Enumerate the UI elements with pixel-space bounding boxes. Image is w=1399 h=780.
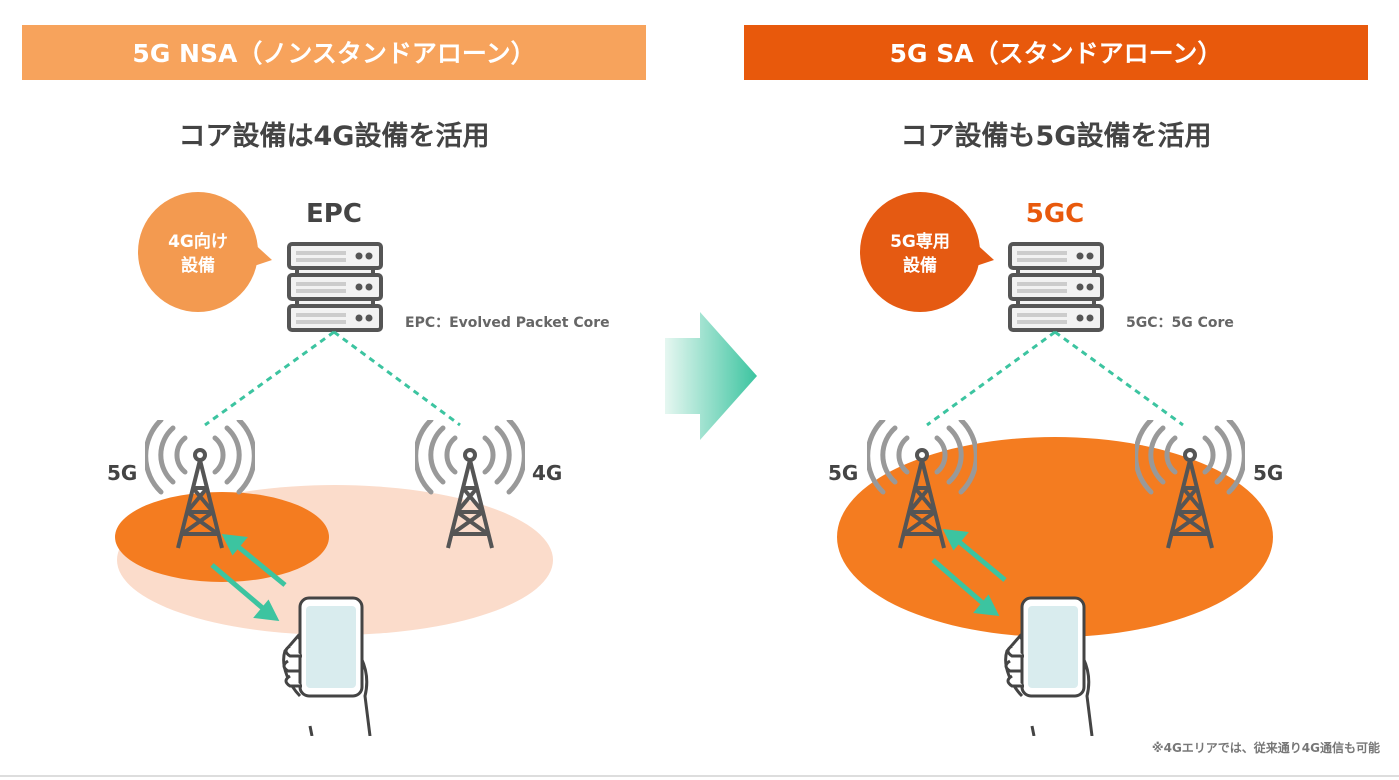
nsa-bubble: 4G向け 設備 xyxy=(138,192,272,312)
nsa-tower-left-label: 5G xyxy=(107,461,137,485)
nsa-5g-area xyxy=(115,492,329,582)
sa-5g-area xyxy=(837,437,1273,637)
server-icon xyxy=(1008,242,1104,332)
svg-text:設備: 設備 xyxy=(903,255,937,276)
nsa-tower-right-label: 4G xyxy=(532,461,562,485)
transition-arrow-icon xyxy=(665,312,757,440)
svg-text:4G向け: 4G向け xyxy=(168,231,228,252)
sa-tower-right-label: 5G xyxy=(1253,461,1283,485)
nsa-signal-arrows-icon xyxy=(210,533,287,622)
nsa-core-name: EPC xyxy=(306,199,362,229)
nsa-core-note: EPC：Evolved Packet Core xyxy=(405,315,610,331)
server-icon xyxy=(287,242,383,332)
footnote: ※4Gエリアでは、従来通り4G通信も可能 xyxy=(1152,740,1380,755)
nsa-core-links xyxy=(204,330,461,427)
sa-core-name: 5GC xyxy=(1026,199,1085,229)
nsa-title: コア設備は4G設備を活用 xyxy=(179,120,490,152)
sa-header: 5G SA（スタンドアローン） xyxy=(890,39,1223,68)
sa-core-note: 5GC：5G Core xyxy=(1126,315,1234,331)
sa-title: コア設備も5G設備を活用 xyxy=(901,120,1212,152)
nsa-header-bar xyxy=(22,25,646,80)
sa-signal-arrows-icon xyxy=(931,528,1007,617)
sa-core-links xyxy=(926,330,1184,427)
svg-text:設備: 設備 xyxy=(181,255,215,276)
sa-header-bar xyxy=(744,25,1368,80)
sa-bubble: 5G専用 設備 xyxy=(860,192,994,312)
sa-tower-left-label: 5G xyxy=(828,461,858,485)
svg-text:5G専用: 5G専用 xyxy=(890,232,950,252)
nsa-header: 5G NSA（ノンスタンドアローン） xyxy=(132,39,535,68)
